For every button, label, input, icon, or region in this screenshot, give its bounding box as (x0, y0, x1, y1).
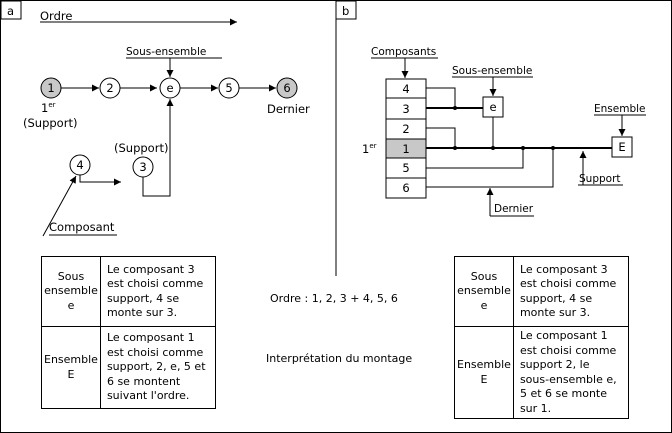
node-e-label: e (166, 81, 173, 95)
node-5-label: 5 (225, 81, 232, 95)
first-label-a: 1er (41, 101, 56, 115)
table-b-head-2: Ensemble E (454, 326, 514, 419)
node-5 (218, 77, 240, 99)
junction-2 (453, 146, 457, 150)
panel-a-label-box (0, 0, 22, 20)
stack-label-1: 1 (402, 142, 409, 156)
junction-e (491, 146, 495, 150)
table-a-row-sub-assembly: Sous ensemble e Le composant 3 est chois… (41, 256, 216, 327)
stack-label-3: 3 (402, 102, 409, 116)
node-4-label: 4 (76, 158, 83, 172)
node-1-support (40, 77, 62, 99)
assembly-label: Ensemble (594, 103, 646, 115)
stack-label-4: 4 (402, 82, 409, 96)
stack-label-2: 2 (402, 122, 409, 136)
table-b-head-1: Sous ensemble e (454, 256, 514, 327)
sub-assembly-label-a: Sous-ensemble (126, 46, 206, 58)
table-a-text-2: Le composant 1 est choisi comme support,… (99, 326, 216, 409)
support-label-3: (Support) (114, 141, 168, 155)
link-5 (426, 148, 524, 169)
support-label-b: Support (579, 173, 621, 185)
junction-5 (521, 146, 525, 150)
interpretation-caption: Interprétation du montage (266, 352, 413, 365)
table-b-row-assembly: Ensemble E Le composant 1 est choisi com… (454, 326, 629, 419)
panel-a-label: a (7, 4, 14, 18)
link-4-e (426, 87, 456, 108)
stack-cell-6 (385, 177, 427, 199)
stack-label-6: 6 (402, 181, 409, 195)
sub-assembly-box-label: e (489, 100, 496, 114)
node-e (159, 77, 181, 99)
support-label-a: (Support) (23, 116, 77, 130)
table-b-text-2: Le composant 1 est choisi comme support … (512, 326, 629, 419)
table-a-head-1: Sous ensemble e (41, 256, 101, 327)
table-a-row-assembly: Ensemble E Le composant 1 est choisi com… (41, 326, 216, 409)
junction-6 (551, 146, 555, 150)
node-6-last (276, 77, 298, 99)
node-2-label: 2 (106, 81, 113, 95)
panel-b: b Composants 4 3 2 1 5 6 1er Sous-ensemb… (335, 0, 646, 217)
sub-assembly-label-b: Sous-ensemble (452, 65, 532, 77)
panel-b-label: b (342, 4, 349, 18)
table-b-row-sub-assembly: Sous ensemble e Le composant 3 est chois… (454, 256, 629, 327)
last-label-a: Dernier (267, 102, 310, 116)
arrow-3-e (142, 99, 174, 197)
table-b: Sous ensemble e Le composant 3 est chois… (454, 256, 629, 419)
assembly-box-label: E (618, 140, 625, 154)
order-label: Ordre (40, 9, 72, 23)
components-label: Composants (371, 46, 436, 58)
stack-label-5: 5 (402, 161, 409, 175)
node-2 (99, 77, 121, 99)
junction-4-3 (453, 106, 457, 110)
table-a-text-1: Le composant 3 est choisi comme support,… (99, 256, 216, 327)
node-6-label: 6 (283, 81, 290, 95)
node-1-label: 1 (47, 81, 54, 95)
link-6 (426, 148, 554, 188)
node-3-label: 3 (139, 160, 146, 174)
panel-b-label-box (335, 0, 357, 20)
component-label-a: Composant (49, 220, 115, 234)
table-a-head-2: Ensemble E (41, 326, 101, 409)
panel-a: a Ordre Sous-ensemble 1 2 e 5 6 1er (Sup… (0, 0, 310, 237)
table-b-text-1: Le composant 3 est choisi comme support,… (512, 256, 629, 327)
table-a: Sous ensemble e Le composant 3 est chois… (41, 256, 216, 409)
arrow-4-3 (79, 175, 121, 186)
last-label-b: Dernier (494, 203, 534, 215)
link-2 (426, 127, 456, 148)
component-arrow (42, 175, 77, 237)
order-text: Ordre : 1, 2, 3 + 4, 5, 6 (270, 292, 398, 305)
first-label-b: 1er (362, 142, 377, 156)
